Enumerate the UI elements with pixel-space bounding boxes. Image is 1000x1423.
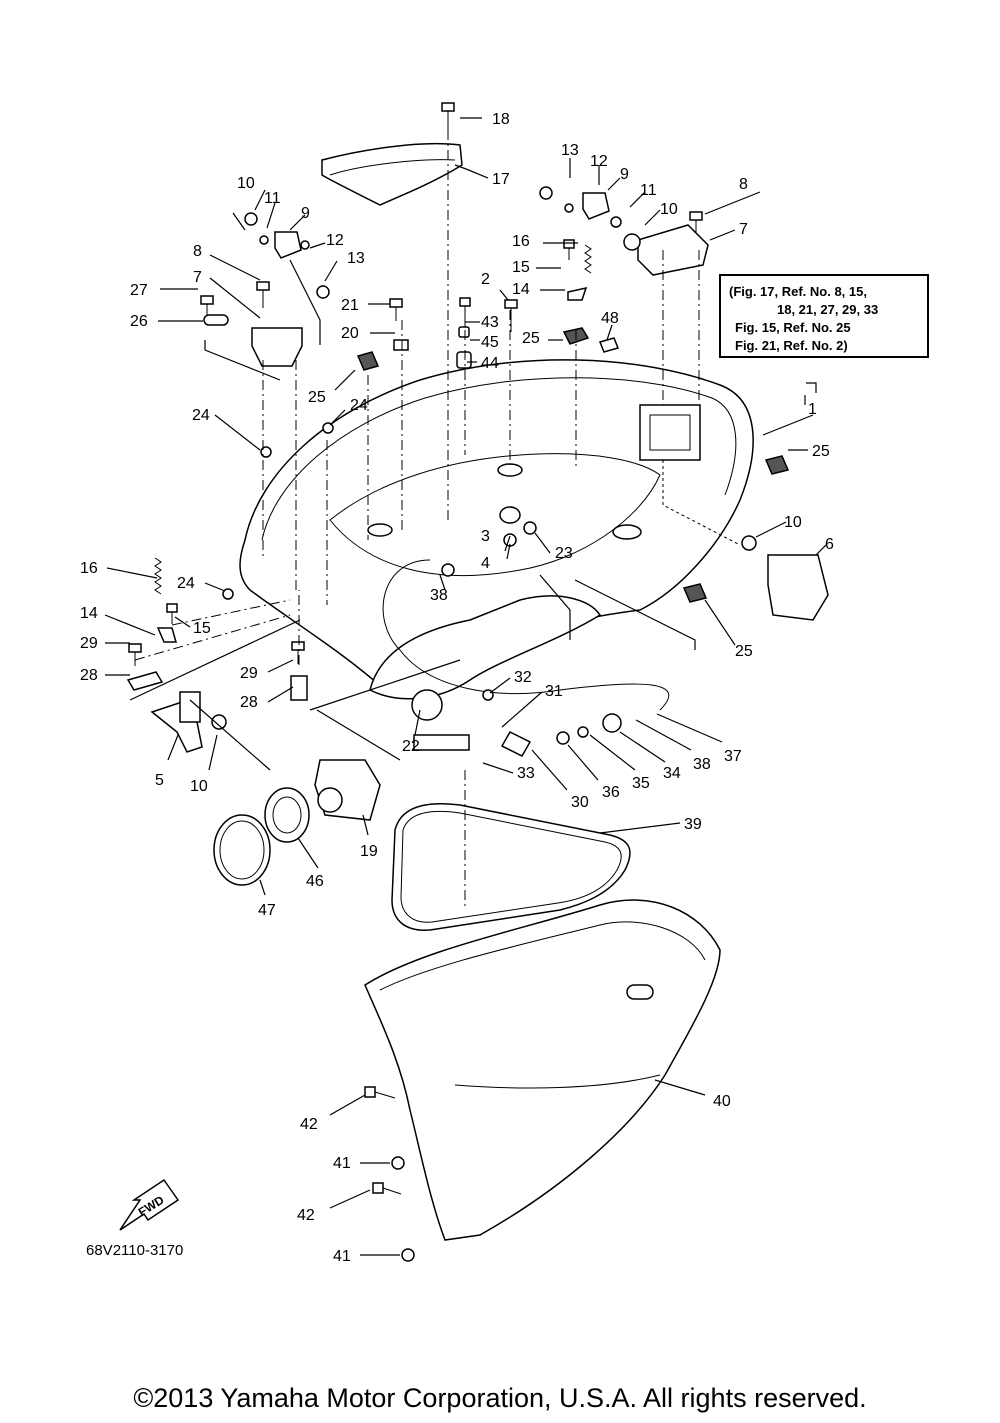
callout-label: 10 xyxy=(237,175,255,192)
callout-label: 42 xyxy=(300,1116,318,1133)
callout-label: 36 xyxy=(602,784,620,801)
callout-label: 3 xyxy=(481,528,490,545)
callout-label: 8 xyxy=(739,176,748,193)
callout-label: 8 xyxy=(193,243,202,260)
callout-label: 40 xyxy=(713,1093,731,1110)
callout-labels: 18 17 13 12 9 11 10 8 7 16 15 14 2 43 45… xyxy=(80,111,834,1265)
callout-label: 6 xyxy=(825,536,834,553)
callout-label: 11 xyxy=(264,190,281,207)
callout-label: 29 xyxy=(80,635,98,652)
copyright-notice: ©2013 Yamaha Motor Corporation, U.S.A. A… xyxy=(133,1383,867,1413)
callout-label: 24 xyxy=(192,407,210,424)
callout-label: 12 xyxy=(326,232,344,249)
callout-label: 28 xyxy=(240,694,258,711)
leader-lines xyxy=(104,117,827,1256)
callout-label: 12 xyxy=(590,153,608,170)
callout-label: 32 xyxy=(514,669,532,686)
callout-label: 41 xyxy=(333,1248,351,1265)
callout-label: 38 xyxy=(430,587,448,604)
reference-note-line: (Fig. 17, Ref. No. 8, 15, xyxy=(729,284,867,299)
callout-label: 27 xyxy=(130,282,148,299)
callout-label: 35 xyxy=(632,775,650,792)
callout-label: 48 xyxy=(601,310,619,327)
callout-label: 16 xyxy=(80,560,98,577)
callout-label: 15 xyxy=(193,620,211,637)
callout-label: 41 xyxy=(333,1155,351,1172)
callout-label: 21 xyxy=(341,297,359,314)
reference-note-box: (Fig. 17, Ref. No. 8, 15, 18, 21, 27, 29… xyxy=(719,274,929,358)
callout-label: 15 xyxy=(512,259,530,276)
callout-label: 9 xyxy=(301,205,310,222)
callout-label: 39 xyxy=(684,816,702,833)
callout-label: 37 xyxy=(724,748,742,765)
callout-label: 17 xyxy=(492,171,510,188)
callout-label: 14 xyxy=(512,281,530,298)
small-parts-drawing xyxy=(119,102,829,1262)
callout-label: 13 xyxy=(561,142,579,159)
callout-label: 9 xyxy=(620,166,629,183)
diagram-code: 68V2110-3170 xyxy=(86,1242,184,1259)
callout-label: 29 xyxy=(240,665,258,682)
callout-label: 22 xyxy=(402,738,420,755)
reference-note-line: Fig. 21, Ref. No. 2) xyxy=(735,338,848,353)
callout-label: 10 xyxy=(190,778,208,795)
callout-label: 28 xyxy=(80,667,98,684)
callout-label: 26 xyxy=(130,313,148,330)
callout-label: 45 xyxy=(481,334,499,351)
assembly-lines xyxy=(129,130,817,910)
callout-label: 34 xyxy=(663,765,681,782)
callout-label: 30 xyxy=(571,794,589,811)
reference-note-line: 18, 21, 27, 29, 33 xyxy=(777,302,879,317)
callout-label: 24 xyxy=(177,575,195,592)
callout-label: 25 xyxy=(308,389,326,406)
callout-label: 25 xyxy=(522,330,540,347)
callout-label: 33 xyxy=(517,765,535,782)
callout-label: 11 xyxy=(640,182,657,199)
callout-label: 42 xyxy=(297,1207,315,1224)
callout-label: 7 xyxy=(739,221,748,238)
callout-label: 18 xyxy=(492,111,510,128)
callout-label: 25 xyxy=(812,443,830,460)
callout-label: 1 xyxy=(808,401,817,418)
callout-label: 43 xyxy=(481,314,499,331)
reference-note-line: Fig. 15, Ref. No. 25 xyxy=(735,320,851,335)
callout-label: 47 xyxy=(258,902,276,919)
callout-label: 38 xyxy=(693,756,711,773)
callout-label: 31 xyxy=(545,683,563,700)
callout-label: 2 xyxy=(481,271,490,288)
callout-label: 13 xyxy=(347,250,365,267)
seal-17-drawing xyxy=(321,142,463,206)
callout-label: 7 xyxy=(193,269,202,286)
callout-label: 10 xyxy=(784,514,802,531)
callout-label: 24 xyxy=(350,397,368,414)
callout-label: 5 xyxy=(155,772,164,789)
bottom-cowling-drawing xyxy=(239,359,754,700)
callout-label: 25 xyxy=(735,643,753,660)
callout-label: 44 xyxy=(481,355,499,372)
callout-label: 14 xyxy=(80,605,98,622)
callout-label: 20 xyxy=(341,325,359,342)
gasket-39-drawing xyxy=(391,803,631,931)
callout-label: 10 xyxy=(660,201,678,218)
callout-label: 23 xyxy=(555,545,573,562)
callout-label: 46 xyxy=(306,873,324,890)
callout-label: 4 xyxy=(481,555,490,572)
lower-cover-40-drawing xyxy=(364,899,721,1241)
callout-label: 19 xyxy=(360,843,378,860)
callout-label: 16 xyxy=(512,233,530,250)
